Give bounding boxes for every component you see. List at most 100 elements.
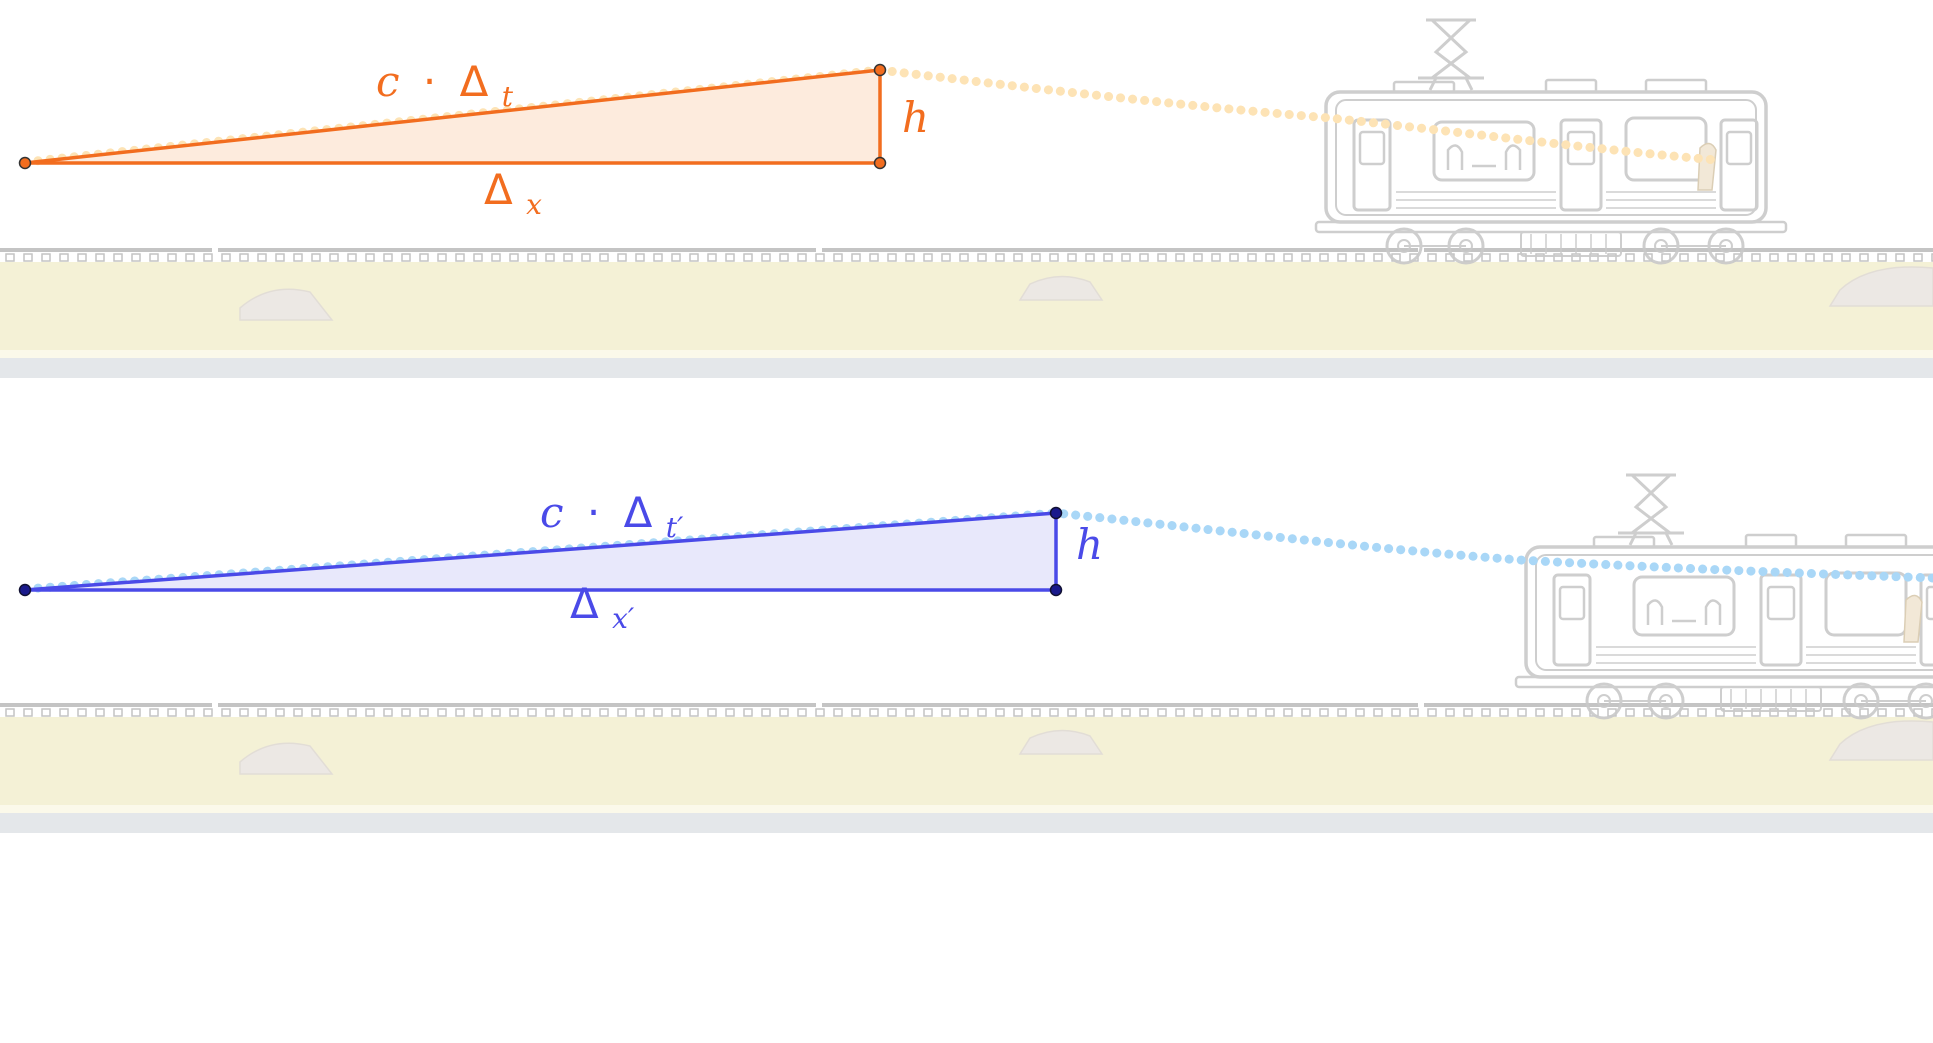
- track-tie: [131, 708, 141, 717]
- track-tie: [923, 253, 933, 262]
- track-tie: [185, 708, 195, 717]
- track-tie: [1553, 253, 1563, 262]
- track-tie: [617, 253, 627, 262]
- bottom-train: [1514, 473, 1933, 720]
- track-tie: [239, 708, 249, 717]
- track-tie: [221, 253, 231, 262]
- track-tie: [1733, 253, 1743, 262]
- top-height-label: h: [902, 93, 929, 142]
- track-tie: [401, 253, 411, 262]
- track-tie: [1499, 253, 1509, 262]
- track-tie: [1859, 253, 1869, 262]
- track-tie: [851, 253, 861, 262]
- track-tie: [1355, 708, 1365, 717]
- track-tie: [149, 253, 159, 262]
- track-tie: [1139, 708, 1149, 717]
- track-tie: [1229, 253, 1239, 262]
- track-tie: [1661, 708, 1671, 717]
- track-tie: [797, 253, 807, 262]
- track-tie: [1319, 708, 1329, 717]
- track-tie: [1859, 708, 1869, 717]
- track-tie: [545, 253, 555, 262]
- track-tie: [779, 253, 789, 262]
- track-tie: [725, 253, 735, 262]
- track-tie: [1697, 708, 1707, 717]
- track-tie: [1265, 708, 1275, 717]
- track-tie: [851, 708, 861, 717]
- track-tie: [437, 253, 447, 262]
- track-tie: [419, 708, 429, 717]
- track-tie: [1823, 708, 1833, 717]
- track-tie: [311, 253, 321, 262]
- track-tie: [275, 253, 285, 262]
- track-tie: [545, 708, 555, 717]
- track-tie: [1283, 253, 1293, 262]
- track-tie: [1715, 708, 1725, 717]
- track-tie: [1265, 253, 1275, 262]
- track-tie: [599, 708, 609, 717]
- track-tie: [1751, 253, 1761, 262]
- track-tie: [1463, 708, 1473, 717]
- track-tie: [779, 708, 789, 717]
- track-tie: [311, 708, 321, 717]
- top-train: [1314, 18, 1788, 265]
- track-tie: [833, 708, 843, 717]
- top-vertex-left: [18, 156, 32, 170]
- track-tie: [1103, 708, 1113, 717]
- track-tie: [761, 708, 771, 717]
- track-tie: [1319, 253, 1329, 262]
- track-tie: [887, 253, 897, 262]
- track-tie: [5, 253, 15, 262]
- track-tie: [1877, 708, 1887, 717]
- track-tie: [365, 253, 375, 262]
- track-tie: [1247, 253, 1257, 262]
- track-tie: [41, 708, 51, 717]
- bottom-height-label: h: [1076, 520, 1103, 569]
- track-tie: [1535, 708, 1545, 717]
- top-base-label: Δ x: [484, 165, 542, 221]
- track-tie: [257, 253, 267, 262]
- track-tie: [1355, 253, 1365, 262]
- track-tie: [905, 708, 915, 717]
- track-tie: [509, 253, 519, 262]
- track-tie: [1607, 253, 1617, 262]
- track-tie: [1283, 708, 1293, 717]
- track-tie: [1805, 253, 1815, 262]
- track-tie: [131, 253, 141, 262]
- track-tie: [473, 253, 483, 262]
- track-tie: [293, 253, 303, 262]
- track-tie: [1913, 253, 1923, 262]
- track-tie: [1049, 708, 1059, 717]
- track-tie: [59, 708, 69, 717]
- track-tie: [113, 708, 123, 717]
- top-vertex-top: [873, 63, 887, 77]
- track-tie: [1895, 253, 1905, 262]
- track-tie: [1157, 708, 1167, 717]
- track-tie: [401, 708, 411, 717]
- track-tie: [41, 253, 51, 262]
- track-tie: [1769, 708, 1779, 717]
- track-tie: [1193, 708, 1203, 717]
- track-tie: [1481, 708, 1491, 717]
- track-tie: [689, 253, 699, 262]
- track-tie: [833, 253, 843, 262]
- track-tie: [365, 708, 375, 717]
- top-hypotenuse-label: c · Δ t: [376, 57, 514, 113]
- track-tie: [653, 253, 663, 262]
- track-tie: [1031, 253, 1041, 262]
- track-tie: [1697, 253, 1707, 262]
- track-tie: [23, 708, 33, 717]
- track-tie: [1229, 708, 1239, 717]
- track-tie: [1895, 708, 1905, 717]
- track-tie: [1013, 708, 1023, 717]
- track-tie: [455, 708, 465, 717]
- track-tie: [1427, 253, 1437, 262]
- track-tie: [347, 253, 357, 262]
- track-tie: [1931, 253, 1933, 262]
- track-tie: [1625, 708, 1635, 717]
- track-tie: [941, 708, 951, 717]
- track-tie: [743, 253, 753, 262]
- track-tie: [1301, 253, 1311, 262]
- track-tie: [671, 253, 681, 262]
- track-tie: [1877, 253, 1887, 262]
